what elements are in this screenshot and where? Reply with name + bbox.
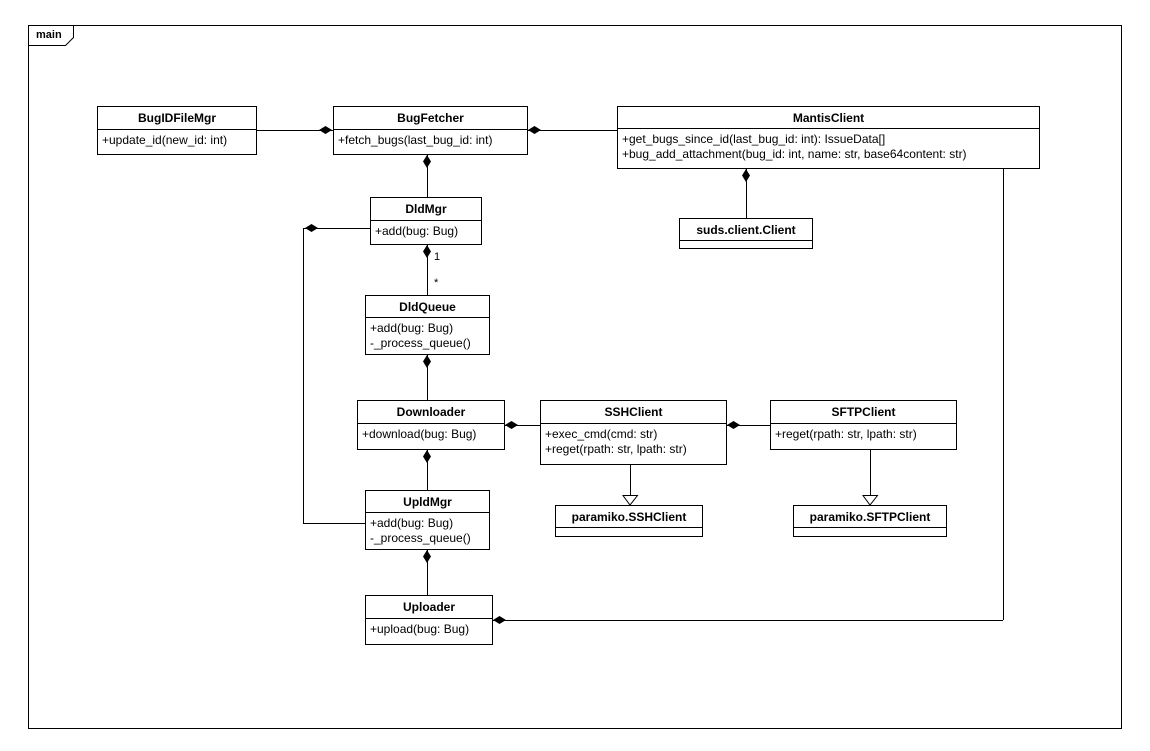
composition-diamond <box>423 550 431 563</box>
edge-sshclient-sftpclient <box>727 425 770 426</box>
class-title: SFTPClient <box>771 401 956 424</box>
class-downloader: Downloader +download(bug: Bug) <box>357 400 505 450</box>
class-upldmgr: UpldMgr +add(bug: Bug) -_process_queue() <box>365 490 490 550</box>
class-member: -_process_queue() <box>370 336 471 350</box>
edge-dldmgr-upldmgr-vertical <box>303 228 304 523</box>
class-member: +get_bugs_since_id(last_bug_id: int): Is… <box>622 132 886 146</box>
composition-diamond <box>423 355 431 368</box>
class-title: paramiko.SFTPClient <box>794 506 946 528</box>
class-member: +add(bug: Bug) <box>370 321 454 335</box>
edge-upldmgr-uploader <box>427 550 428 595</box>
class-sftpclient: SFTPClient +reget(rpath: str, lpath: str… <box>770 400 957 450</box>
composition-diamond <box>742 169 750 182</box>
class-title: DldQueue <box>366 296 489 318</box>
multiplicity-label: 1 <box>433 251 442 263</box>
edge-downloader-sshclient <box>505 425 540 426</box>
class-member: +upload(bug: Bug) <box>370 622 470 636</box>
composition-diamond <box>423 245 431 258</box>
class-member: +download(bug: Bug) <box>362 427 477 441</box>
class-title: MantisClient <box>618 107 1039 129</box>
composition-diamond <box>528 126 541 134</box>
class-member: +add(bug: Bug) <box>370 516 454 530</box>
class-title: Uploader <box>366 596 492 619</box>
edge-uploader-mantisclient-horizontal <box>493 620 1003 621</box>
class-title: BugIDFileMgr <box>98 107 256 130</box>
edge-uploader-mantisclient-vertical <box>1003 169 1004 620</box>
class-sshclient: SSHClient +exec_cmd(cmd: str) +reget(rpa… <box>540 400 727 465</box>
edge-mantisclient-sudsclient <box>746 169 747 218</box>
composition-diamond <box>493 616 506 624</box>
realization-triangle <box>862 495 879 506</box>
class-member: +update_id(new_id: int) <box>102 133 228 147</box>
class-title: DldMgr <box>371 198 481 221</box>
empty-compartment <box>794 528 946 536</box>
edge-bugfetcher-dldmgr <box>427 155 428 197</box>
class-member: +fetch_bugs(last_bug_id: int) <box>338 133 493 147</box>
empty-compartment <box>680 241 812 248</box>
edge-downloader-upldmgr <box>427 450 428 490</box>
class-dldqueue: DldQueue +add(bug: Bug) -_process_queue(… <box>365 295 490 355</box>
edge-sshclient-paramikossh <box>630 465 631 496</box>
realization-triangle <box>622 495 639 506</box>
composition-diamond <box>727 421 740 429</box>
class-member: +exec_cmd(cmd: str) <box>545 427 658 441</box>
class-dldmgr: DldMgr +add(bug: Bug) <box>370 197 482 245</box>
class-bugfetcher: BugFetcher +fetch_bugs(last_bug_id: int) <box>333 106 528 155</box>
edge-sftpclient-paramikosftp <box>870 450 871 496</box>
class-member: +add(bug: Bug) <box>375 224 459 238</box>
edge-dldqueue-downloader <box>427 355 428 400</box>
class-sudsclient: suds.client.Client <box>679 218 813 249</box>
class-paramikosftp: paramiko.SFTPClient <box>793 505 947 537</box>
class-title: SSHClient <box>541 401 726 424</box>
class-title: paramiko.SSHClient <box>556 506 702 528</box>
class-title: BugFetcher <box>334 107 527 130</box>
class-member: +reget(rpath: str, lpath: str) <box>545 442 687 456</box>
empty-compartment <box>556 528 702 536</box>
edge-dldmgr-upldmgr-top <box>303 228 370 229</box>
edge-dldmgr-dldqueue <box>427 245 428 295</box>
composition-diamond <box>423 450 431 463</box>
class-member: +reget(rpath: str, lpath: str) <box>775 427 917 441</box>
composition-diamond <box>305 224 318 232</box>
frame-tab <box>28 25 74 46</box>
edge-bugfetcher-mantisclient <box>528 130 617 131</box>
class-member: +bug_add_attachment(bug_id: int, name: s… <box>622 147 967 161</box>
class-title: suds.client.Client <box>680 219 812 241</box>
edge-dldmgr-upldmgr-bottom <box>303 523 365 524</box>
composition-diamond <box>505 421 518 429</box>
composition-diamond <box>319 126 332 134</box>
class-uploader: Uploader +upload(bug: Bug) <box>365 595 493 645</box>
class-mantisclient: MantisClient +get_bugs_since_id(last_bug… <box>617 106 1040 169</box>
edge-bugidfilemgr-bugfetcher <box>257 130 333 131</box>
class-title: Downloader <box>358 401 504 424</box>
class-bugidfilemgr: BugIDFileMgr +update_id(new_id: int) <box>97 106 257 155</box>
composition-diamond <box>423 155 431 168</box>
class-title: UpldMgr <box>366 491 489 513</box>
multiplicity-label: * <box>433 277 440 289</box>
class-paramikossh: paramiko.SSHClient <box>555 505 703 537</box>
frame-label: main <box>36 29 62 41</box>
class-member: -_process_queue() <box>370 531 471 545</box>
